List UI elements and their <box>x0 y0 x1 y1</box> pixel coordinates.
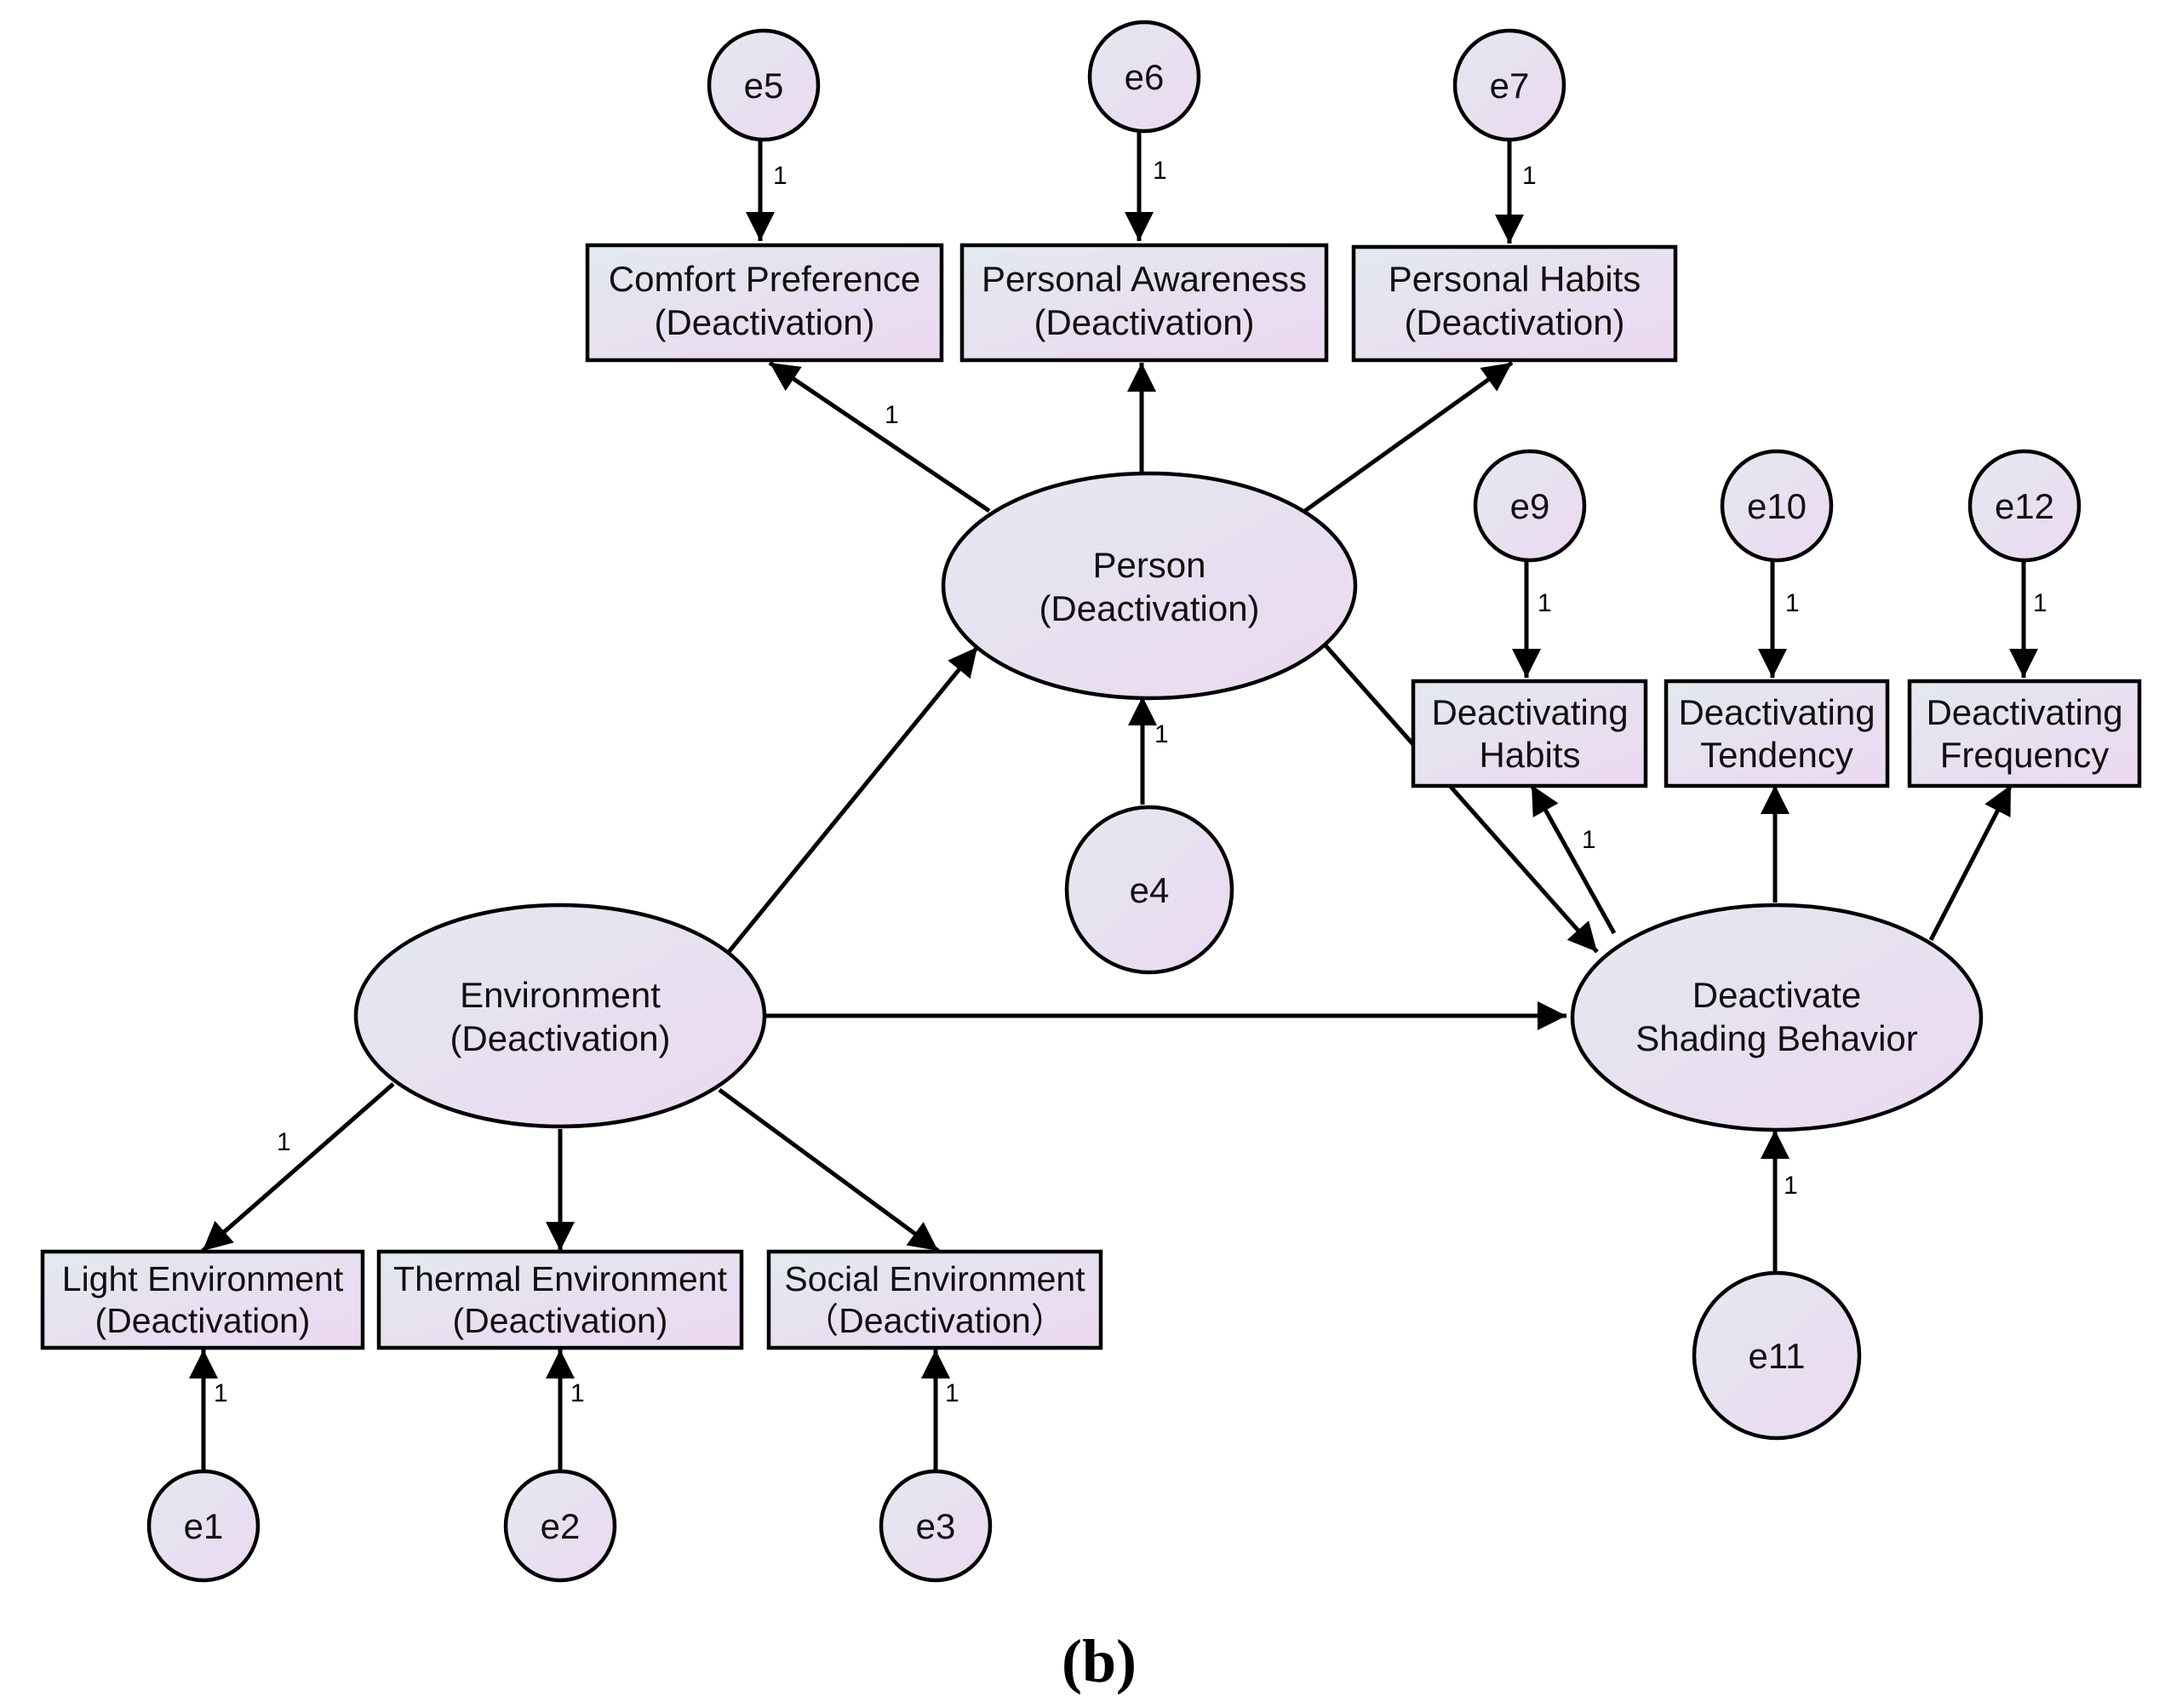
weight-e10-dtendency: 1 <box>1785 589 1800 617</box>
latent-label: Shading Behavior <box>1635 1018 1918 1058</box>
weight-e4-person: 1 <box>1154 720 1169 748</box>
latent-label: (Deactivation) <box>1039 588 1259 628</box>
error-e7: e7 <box>1452 28 1566 142</box>
weight-e3-social: 1 <box>945 1379 959 1407</box>
box-label: Thermal Environment <box>393 1259 728 1298</box>
error-e6: e6 <box>1087 20 1201 134</box>
box-social-environment: Social Environment （Deactivation） <box>766 1249 1103 1350</box>
latent-person: Person (Deactivation) <box>941 471 1358 701</box>
latent-label: Environment <box>460 975 661 1015</box>
latent-environment: Environment (Deactivation) <box>353 903 767 1129</box>
box-comfort-preference: Comfort Preference (Deactivation) <box>585 243 944 363</box>
arrow-environment-to-person <box>727 645 979 954</box>
error-terms: e5 e6 e7 e9 e10 e12 e4 e11 <box>146 20 2082 1583</box>
error-label: e10 <box>1747 486 1807 526</box>
arrow-behavior-to-deact-frequency <box>1928 783 2013 942</box>
weight-behavior-dhabits: 1 <box>1582 826 1596 854</box>
weight-e11-behavior: 1 <box>1784 1172 1798 1200</box>
weight-e2-thermal: 1 <box>570 1379 585 1407</box>
latent-label: Person <box>1092 545 1205 585</box>
error-e4: e4 <box>1064 805 1234 975</box>
error-e9: e9 <box>1473 449 1587 563</box>
error-e3: e3 <box>879 1469 993 1583</box>
latent-variables: Person (Deactivation) Environment (Deact… <box>353 471 1984 1132</box>
box-label: Personal Habits <box>1389 259 1641 299</box>
box-label: （Deactivation） <box>804 1301 1066 1340</box>
box-label: Tendency <box>1700 735 1853 775</box>
box-label: Light Environment <box>62 1259 344 1298</box>
error-label: e7 <box>1490 66 1530 106</box>
weight-person-comfort: 1 <box>885 401 899 429</box>
observed-variables: Comfort Preference (Deactivation) Person… <box>40 243 2142 1350</box>
error-e11: e11 <box>1692 1270 1862 1441</box>
box-label: (Deactivation) <box>1034 302 1254 342</box>
box-label: Frequency <box>1940 735 2109 775</box>
box-label: (Deactivation) <box>1404 302 1624 342</box>
box-light-environment: Light Environment (Deactivation) <box>40 1249 365 1350</box>
box-label: (Deactivation) <box>453 1301 668 1340</box>
weight-e6-awareness: 1 <box>1153 157 1167 185</box>
box-deactivating-tendency: Deactivating Tendency <box>1664 679 1890 788</box>
box-deactivating-frequency: Deactivating Frequency <box>1907 679 2142 788</box>
error-e12: e12 <box>1967 449 2082 563</box>
arrow-environment-to-light <box>201 1082 395 1252</box>
box-personal-awareness: Personal Awareness (Deactivation) <box>959 243 1329 363</box>
weight-e7-habits: 1 <box>1522 162 1537 190</box>
box-label: Deactivating <box>1926 692 2122 732</box>
error-label: e12 <box>1995 486 2054 526</box>
latent-label: Deactivate <box>1692 975 1861 1015</box>
error-label: e3 <box>916 1506 956 1546</box>
latent-deactivate-shading-behavior: Deactivate Shading Behavior <box>1570 903 1984 1132</box>
weight-env-light: 1 <box>277 1128 291 1156</box>
box-label: (Deactivation) <box>95 1301 311 1340</box>
arrow-person-to-personal-habits <box>1301 360 1514 515</box>
box-label: Comfort Preference <box>609 259 920 299</box>
box-personal-habits: Personal Habits (Deactivation) <box>1351 244 1678 363</box>
box-label: Habits <box>1479 735 1580 775</box>
path-weights: 1 1 1 1 1 1 1 1 1 1 1 1 1 1 <box>214 157 2047 1407</box>
error-e1: e1 <box>146 1469 261 1583</box>
figure-caption: (b) <box>1062 1627 1137 1695</box>
weight-e9-dhabits: 1 <box>1538 589 1552 617</box>
weight-e12-dfrequency: 1 <box>2033 589 2047 617</box>
error-label: e1 <box>184 1506 224 1546</box>
arrow-environment-to-social <box>718 1087 940 1253</box>
error-e2: e2 <box>503 1469 617 1583</box>
error-e5: e5 <box>707 28 821 142</box>
box-label: Deactivating <box>1678 692 1875 732</box>
error-label: e9 <box>1510 486 1550 526</box>
box-thermal-environment: Thermal Environment (Deactivation) <box>376 1249 744 1350</box>
box-deactivating-habits: Deactivating Habits <box>1411 679 1648 788</box>
error-label: e4 <box>1130 870 1170 910</box>
error-label: e2 <box>541 1506 581 1546</box>
box-label: Personal Awareness <box>982 259 1307 299</box>
error-e10: e10 <box>1720 449 1834 563</box>
error-label: e5 <box>744 66 784 106</box>
box-label: Social Environment <box>784 1259 1085 1298</box>
arrow-behavior-to-deact-habits <box>1529 783 1617 935</box>
weight-e5-comfort: 1 <box>773 162 787 190</box>
box-label: (Deactivation) <box>654 302 874 342</box>
box-label: Deactivating <box>1431 692 1628 732</box>
error-label: e6 <box>1125 57 1165 97</box>
latent-label: (Deactivation) <box>450 1018 670 1058</box>
arrow-person-to-comfort <box>768 360 991 513</box>
arrow-person-to-behavior <box>1323 643 1599 954</box>
weight-e1-light: 1 <box>214 1379 228 1407</box>
error-label: e11 <box>1749 1336 1806 1376</box>
edges <box>189 129 2038 1470</box>
